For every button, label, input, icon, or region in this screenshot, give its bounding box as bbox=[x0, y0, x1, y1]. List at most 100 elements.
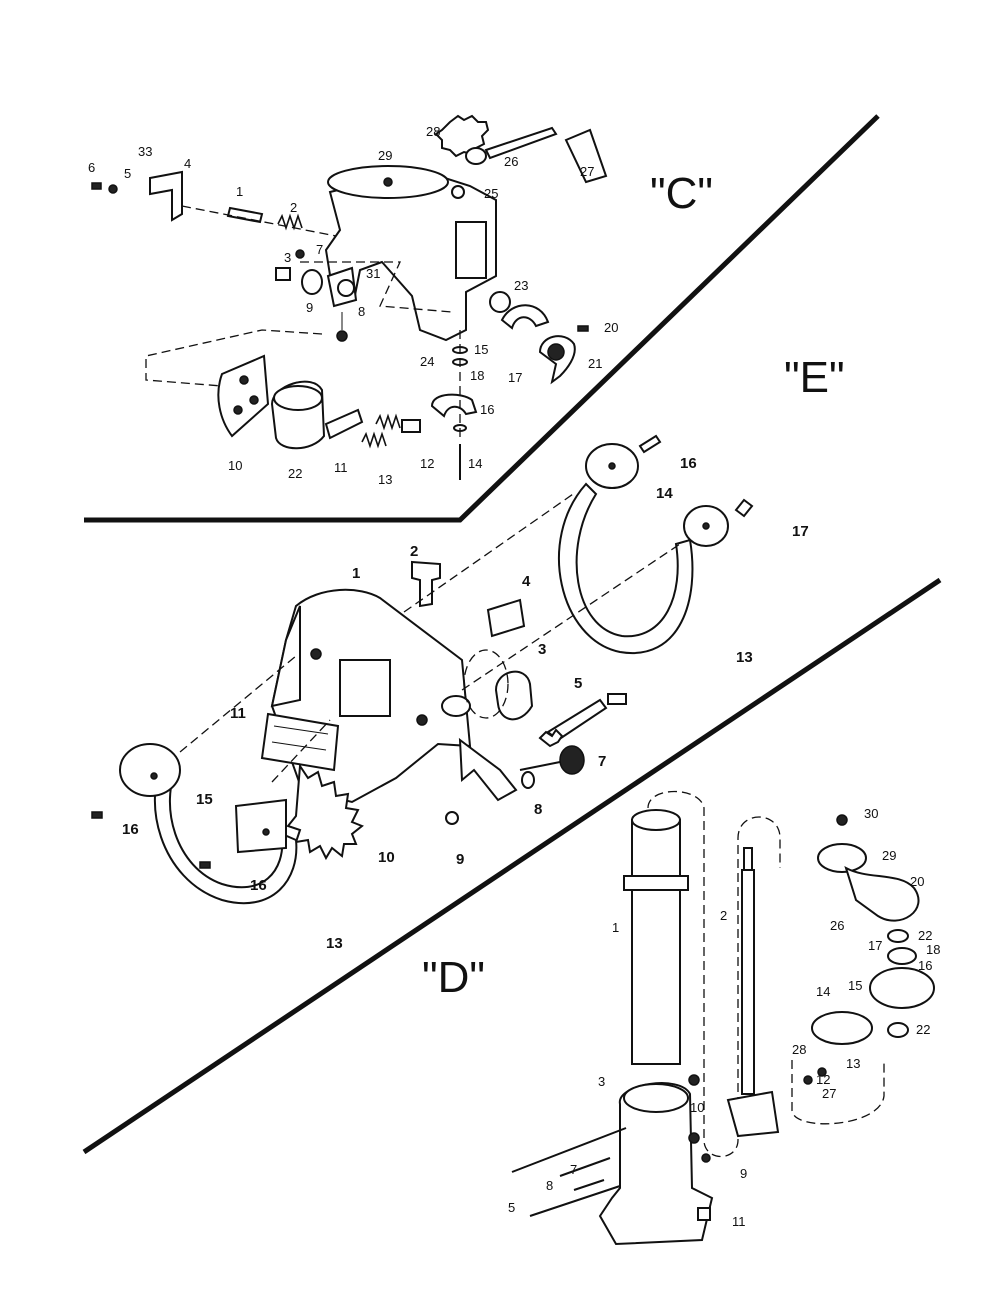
callout: 8 bbox=[546, 1178, 553, 1193]
divider-c-e bbox=[84, 114, 880, 523]
callout: 28 bbox=[426, 124, 440, 139]
guard-disc-left-hole bbox=[150, 772, 158, 780]
callout: 23 bbox=[514, 278, 528, 293]
assembly-route-4 bbox=[271, 719, 331, 783]
guard-rivet-2 bbox=[416, 714, 428, 726]
divider-e-d bbox=[82, 577, 942, 1155]
dial-cover-part bbox=[869, 967, 935, 1009]
label-line-1 bbox=[273, 725, 329, 735]
callout: 18 bbox=[470, 368, 484, 383]
gear-part-16 bbox=[887, 947, 917, 965]
assembly-d bbox=[511, 790, 935, 1246]
flange-hole-1 bbox=[239, 375, 249, 385]
callout: 5 bbox=[508, 1200, 515, 1215]
callout: 3 bbox=[538, 641, 546, 658]
callout: 1 bbox=[612, 920, 619, 935]
callout: 14 bbox=[468, 456, 482, 471]
bolt-part-8 bbox=[573, 1179, 605, 1191]
callout: 8 bbox=[534, 801, 542, 818]
washer-part-22a bbox=[887, 929, 909, 943]
callout: 30 bbox=[864, 806, 878, 821]
callout: 21 bbox=[588, 356, 602, 371]
callout: 13 bbox=[326, 935, 343, 952]
spring-part-12 bbox=[375, 413, 401, 431]
scale-arc-part bbox=[500, 304, 550, 330]
flange-hole-3 bbox=[233, 405, 243, 415]
yoke-center-hole bbox=[383, 177, 393, 187]
callout: 14 bbox=[816, 984, 830, 999]
callout: 1 bbox=[352, 565, 360, 582]
callout: 29 bbox=[882, 848, 896, 863]
callout: 31 bbox=[366, 266, 380, 281]
callout: 16 bbox=[250, 877, 267, 894]
knob-part-12 bbox=[401, 419, 421, 433]
callout: 20 bbox=[604, 320, 618, 335]
clamp-bracket-part bbox=[430, 393, 478, 418]
guard-ring-left bbox=[153, 754, 298, 905]
callout: 13 bbox=[378, 472, 392, 487]
bracket-part bbox=[149, 170, 183, 222]
callout: 13 bbox=[846, 1056, 860, 1071]
elevation-rod bbox=[741, 869, 755, 1095]
callout: 18 bbox=[926, 942, 940, 957]
callout: 4 bbox=[522, 573, 531, 590]
callout: 13 bbox=[736, 649, 753, 666]
spring-part-13 bbox=[361, 431, 387, 449]
callout: 11 bbox=[230, 705, 246, 722]
bolt-part-5a bbox=[511, 1127, 627, 1173]
callout: 2 bbox=[290, 200, 297, 215]
guard-window bbox=[339, 659, 391, 717]
callout: 9 bbox=[306, 300, 313, 315]
nut-part bbox=[451, 185, 465, 199]
assembly-c bbox=[91, 114, 608, 480]
callout: 11 bbox=[732, 1214, 746, 1229]
hub-face bbox=[273, 385, 323, 411]
callout: 20 bbox=[910, 874, 924, 889]
callout: 22 bbox=[288, 466, 302, 481]
assembly-route-3 bbox=[179, 655, 297, 753]
bolt-part-7 bbox=[559, 1157, 611, 1177]
callout: 9 bbox=[740, 1166, 747, 1181]
lock-knob-part bbox=[411, 560, 441, 608]
callout: 11 bbox=[334, 460, 348, 475]
screw-part-9 bbox=[701, 1153, 711, 1163]
callout: 15 bbox=[196, 791, 213, 808]
decal-part bbox=[486, 598, 526, 638]
scale-ring-part bbox=[811, 1011, 873, 1045]
callout: 27 bbox=[580, 164, 594, 179]
column-top bbox=[631, 809, 681, 831]
screw-part-16 bbox=[638, 434, 662, 454]
clamp-hole bbox=[337, 279, 355, 297]
yoke-handle-grip bbox=[455, 221, 487, 279]
connector-path bbox=[145, 329, 323, 387]
handle-part bbox=[564, 128, 608, 184]
nut-part-27 bbox=[803, 1075, 813, 1085]
collar-opening bbox=[441, 695, 471, 717]
flange-plate-part bbox=[217, 354, 270, 438]
rod-bracket bbox=[726, 1090, 780, 1138]
callout: 33 bbox=[138, 144, 152, 159]
screw-part-12 bbox=[817, 1067, 827, 1077]
callout: 5 bbox=[574, 675, 582, 692]
connector-path-2 bbox=[300, 261, 453, 313]
guard-disc-left bbox=[119, 743, 181, 797]
callout: 3 bbox=[598, 1074, 605, 1089]
crank-hub-part bbox=[817, 843, 867, 873]
washer-part-22b bbox=[887, 1022, 909, 1038]
callout: 8 bbox=[358, 304, 365, 319]
screw-part-16c bbox=[199, 861, 211, 869]
guard-ring-right bbox=[557, 482, 694, 655]
callout: 17 bbox=[792, 523, 809, 540]
column-collar bbox=[623, 875, 689, 891]
callouts-d: 1 2 3 10 7 8 5 9 11 30 29 20 26 22 17 18… bbox=[508, 806, 940, 1229]
nut-part-small bbox=[336, 330, 348, 342]
label-line-2 bbox=[271, 741, 327, 751]
washer-part-8 bbox=[521, 771, 535, 789]
callout: 10 bbox=[690, 1100, 704, 1115]
callout: 4 bbox=[184, 156, 191, 171]
callout: 10 bbox=[228, 458, 242, 473]
section-label-d: "D" bbox=[422, 953, 485, 1002]
callout: 24 bbox=[420, 354, 434, 369]
screw-part-16b bbox=[91, 811, 103, 819]
